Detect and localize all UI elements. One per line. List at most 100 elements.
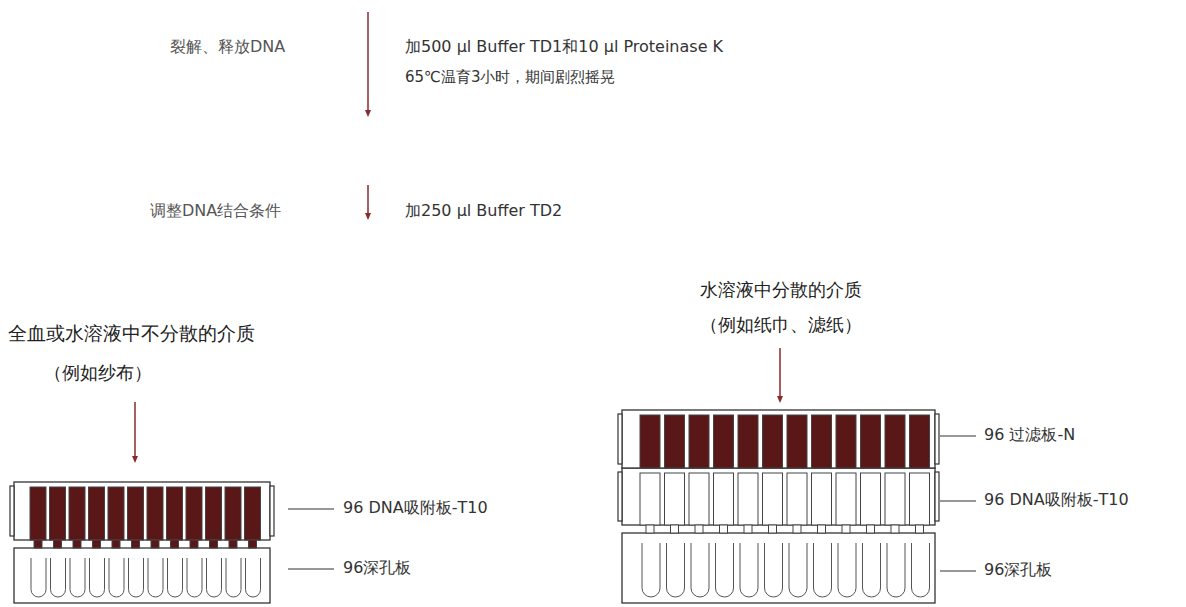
plate-well xyxy=(206,487,222,540)
plate-well xyxy=(787,473,807,525)
deep-well xyxy=(838,543,856,597)
deep-well xyxy=(642,543,660,597)
plate-well xyxy=(147,487,163,540)
plate-well xyxy=(885,473,905,525)
deep-well xyxy=(51,558,66,597)
deep-well xyxy=(691,543,709,597)
plate-well xyxy=(225,487,241,540)
plate-frame xyxy=(14,482,270,540)
plate-well xyxy=(738,473,758,525)
deep-well xyxy=(246,558,261,597)
plate-tab xyxy=(618,472,622,521)
deep-well xyxy=(109,558,124,597)
well-tip xyxy=(695,525,703,533)
part-name: 96 DNA吸附板-T10 xyxy=(984,490,1129,509)
well-tip xyxy=(34,540,42,548)
step-note: 65℃温育3小时，期间剧烈摇晃 xyxy=(405,68,615,86)
part-name: 96 DNA吸附板-T10 xyxy=(343,498,488,517)
plate-well xyxy=(861,415,881,468)
well-tip xyxy=(249,540,257,548)
plate-well xyxy=(836,473,856,525)
well-tip xyxy=(54,540,62,548)
deep-well-plate xyxy=(14,548,270,603)
plates xyxy=(10,410,939,603)
deep-well xyxy=(148,558,163,597)
plate-tab xyxy=(935,472,939,521)
plate-well xyxy=(885,415,905,468)
well-tip xyxy=(818,525,826,533)
part-name: 96深孔板 xyxy=(984,560,1052,579)
plate-well xyxy=(30,487,46,540)
deep-well xyxy=(887,543,905,597)
plate-frame xyxy=(622,410,935,468)
deep-well-plate xyxy=(622,533,935,603)
plate-well xyxy=(640,473,660,525)
well-tip xyxy=(671,525,679,533)
deep-well xyxy=(31,558,46,597)
plate-tab xyxy=(10,486,14,536)
deep-well xyxy=(168,558,183,597)
well-tip xyxy=(112,540,120,548)
well-tip xyxy=(190,540,198,548)
plate-well xyxy=(910,415,930,468)
well-tip xyxy=(842,525,850,533)
well-tip xyxy=(867,525,875,533)
plate-well xyxy=(665,415,685,468)
plate-well xyxy=(910,473,930,525)
well-tip xyxy=(744,525,752,533)
plate-well xyxy=(245,487,261,540)
plate-well xyxy=(689,415,709,468)
plate-tab xyxy=(270,486,274,536)
plate-tab xyxy=(935,414,939,464)
deep-well xyxy=(667,543,685,597)
deep-well xyxy=(716,543,734,597)
well-tip xyxy=(769,525,777,533)
well-tip xyxy=(720,525,728,533)
deep-well xyxy=(187,558,202,597)
deep-well xyxy=(765,543,783,597)
plate-well xyxy=(763,473,783,525)
plate-well xyxy=(861,473,881,525)
well-tip xyxy=(151,540,159,548)
plate-well xyxy=(186,487,202,540)
plate-well xyxy=(714,473,734,525)
step-label: 调整DNA结合条件 xyxy=(150,201,281,220)
plate-well xyxy=(689,473,709,525)
plate-well xyxy=(836,415,856,468)
deep-well xyxy=(207,558,222,597)
plate-well xyxy=(108,487,124,540)
branch-example: （例如纸巾、滤纸） xyxy=(700,314,862,336)
plate-well xyxy=(69,487,85,540)
plate-well xyxy=(89,487,105,540)
part-name: 96 过滤板-N xyxy=(984,425,1075,444)
well-tip xyxy=(93,540,101,548)
deep-well xyxy=(789,543,807,597)
plate-well xyxy=(640,415,660,468)
plate-well xyxy=(738,415,758,468)
well-tip xyxy=(171,540,179,548)
well-tip xyxy=(73,540,81,548)
plate-well xyxy=(763,415,783,468)
deep-well xyxy=(129,558,144,597)
deep-well xyxy=(226,558,241,597)
branch-heading: 全血或水溶液中不分散的介质 xyxy=(8,322,255,345)
step-note: 加250 µl Buffer TD2 xyxy=(405,201,562,220)
deep-well xyxy=(740,543,758,597)
plate-frame xyxy=(622,468,935,525)
deep-well xyxy=(90,558,105,597)
deep-well xyxy=(912,543,930,597)
well-tip xyxy=(793,525,801,533)
well-tip xyxy=(210,540,218,548)
step-note: 加500 µl Buffer TD1和10 µl Proteinase K xyxy=(405,37,723,56)
plate-tab xyxy=(618,414,622,464)
well-tip xyxy=(646,525,654,533)
part-name: 96深孔板 xyxy=(343,558,411,577)
well-tip xyxy=(229,540,237,548)
step-label: 裂解、释放DNA xyxy=(170,37,285,56)
plate-well xyxy=(50,487,66,540)
well-tip xyxy=(916,525,924,533)
plate-well xyxy=(812,473,832,525)
well-tip xyxy=(891,525,899,533)
plate-well xyxy=(812,415,832,468)
